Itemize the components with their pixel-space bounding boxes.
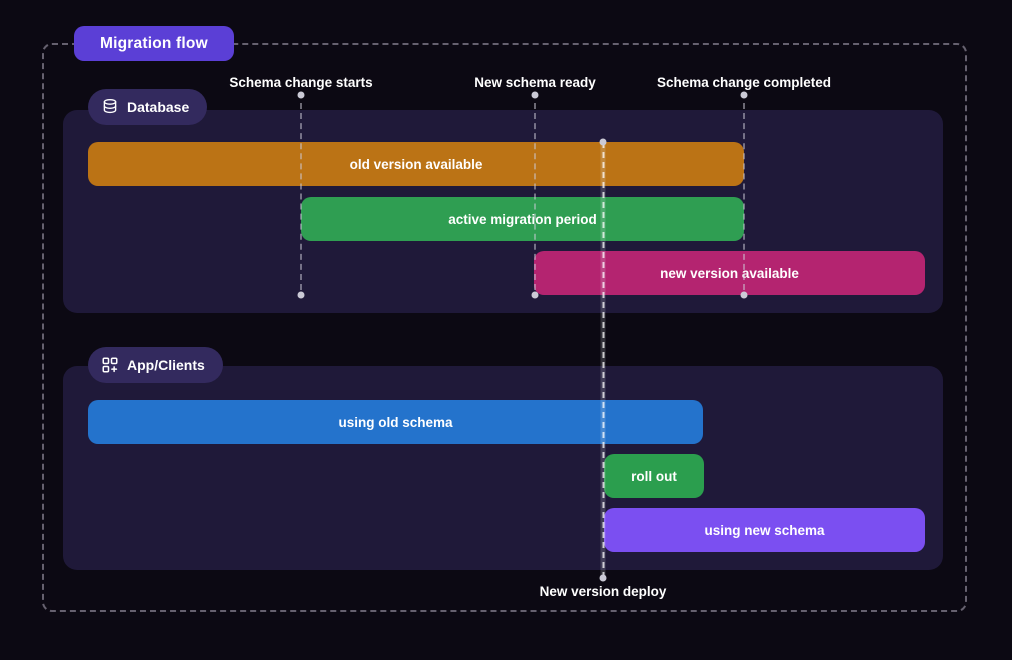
database-icon xyxy=(101,98,119,116)
milestone-guide-line-schema-change-starts xyxy=(300,103,302,290)
app-clients-badge-label: App/Clients xyxy=(127,357,205,373)
diagram-title-badge: Migration flow xyxy=(74,26,234,61)
deploy-bottom-dot xyxy=(599,574,607,582)
deploy-marker-dash xyxy=(602,142,604,578)
milestone-guide-line-schema-change-completed xyxy=(743,103,745,290)
timeline-bar-old-version-available: old version available xyxy=(88,142,744,186)
milestone-bottom-dot-schema-change-completed xyxy=(740,291,748,299)
database-badge-label: Database xyxy=(127,99,190,115)
timeline-bar-active-migration-period: active migration period xyxy=(301,197,744,241)
milestone-label-new-schema-ready: New schema ready xyxy=(474,75,596,90)
deploy-top-dot xyxy=(599,138,607,146)
deploy-marker-line xyxy=(600,142,606,578)
milestone-guide-line-new-schema-ready xyxy=(534,103,536,290)
timeline-bar-using-new-schema: using new schema xyxy=(604,508,925,552)
milestone-label-schema-change-completed: Schema change completed xyxy=(656,75,832,90)
milestone-bottom-dot-new-schema-ready xyxy=(531,291,539,299)
timeline-bar-using-old-schema: using old schema xyxy=(88,400,703,444)
milestone-top-dot-schema-change-completed xyxy=(740,91,748,99)
database-badge: Database xyxy=(88,89,208,125)
milestone-bottom-dot-schema-change-starts xyxy=(297,291,305,299)
app-clients-badge: App/Clients xyxy=(88,347,223,383)
milestone-label-schema-change-starts: Schema change starts xyxy=(229,75,373,90)
milestone-top-dot-schema-change-starts xyxy=(297,91,305,99)
timeline-bar-new-version-available: new version available xyxy=(534,251,925,295)
diagram-title: Migration flow xyxy=(100,34,208,52)
milestone-top-dot-new-schema-ready xyxy=(531,91,539,99)
deploy-marker-label: New version deploy xyxy=(539,584,667,599)
timeline-bar-roll-out: roll out xyxy=(604,454,704,498)
diagram-dashed-frame xyxy=(42,43,967,612)
apps-plus-icon xyxy=(101,356,119,374)
